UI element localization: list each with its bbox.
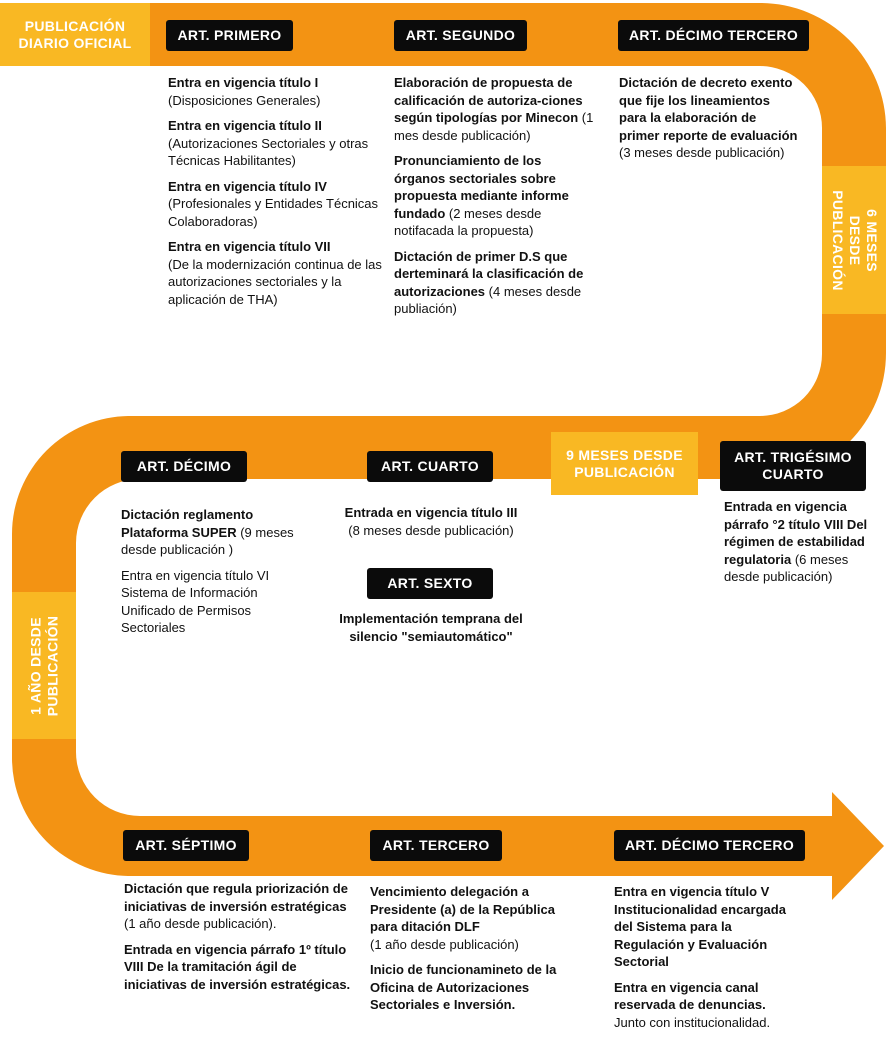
art-primero-item: Entra en vigencia título I(Disposiciones… [168,75,321,108]
art-septimo-item: Entrada en vigencia párrafo 1º título VI… [124,941,351,992]
badge-art-decimo: ART. DÉCIMO [121,451,247,482]
milestone-6-meses: 6 MESES DESDE PUBLICACIÓN [822,166,886,314]
art-tercero-item: Inicio de funcionamineto de la Oficina d… [370,962,557,1012]
art-decimo-tercero-2-text: Entra en vigencia título V Institucional… [614,883,804,1039]
art-cuarto-text: Entrada en vigencia título III(8 meses d… [316,504,546,547]
milestone-publicacion: PUBLICACIÓN DIARIO OFICIAL [0,3,150,66]
badge-art-septimo: ART. SÉPTIMO [123,830,249,861]
milestone-9-meses: 9 MESES DESDE PUBLICACIÓN [551,432,698,495]
badge-art-decimo-tercero-1: ART. DÉCIMO TERCERO [618,20,809,51]
art-segundo-item: Elaboración de propuesta de calificación… [394,75,594,143]
art-decimo-item: Entra en vigencia título VI Sistema de I… [121,567,270,636]
art-tercero-text: Vencimiento delegación a Presidente (a) … [370,883,585,1022]
art-segundo-item: Pronunciamiento de los órganos sectorial… [394,153,569,238]
art-primero-item: Entra en vigencia título II(Autorizacion… [168,118,369,168]
art-sexto-text: Implementación temprana del silencio "se… [316,610,546,653]
art-decimo-tercero-1-text: Dictación de decreto exento que fije los… [619,74,799,170]
art-septimo-item: Dictación que regula priorización de ini… [124,881,348,931]
art-decimo-tercero-2-item: Entra en vigencia canal reservada de den… [614,979,771,1030]
art-trigesimo-cuarto-item: Entrada en vigencia párrafo °2 título VI… [724,499,868,584]
milestone-publicacion-label: PUBLICACIÓN DIARIO OFICIAL [18,17,132,51]
art-segundo-text: Elaboración de propuesta de calificación… [394,74,594,326]
milestone-6-meses-label: 6 MESES DESDE PUBLICACIÓN [829,189,880,291]
badge-art-primero: ART. PRIMERO [166,20,293,51]
badge-art-tercero: ART. TERCERO [370,830,502,861]
art-primero-text: Entra en vigencia título I(Disposiciones… [168,74,388,316]
art-decimo-tercero-1-item: Dictación de decreto exento que fije los… [619,75,798,160]
art-tercero-item: Vencimiento delegación a Presidente (a) … [370,884,555,952]
badge-art-cuarto: ART. CUARTO [367,451,493,482]
art-primero-item: Entra en vigencia título VII(De la moder… [168,239,382,307]
badge-art-trigesimo-cuarto: ART. TRIGÉSIMO CUARTO [720,441,866,491]
milestone-9-meses-label: 9 MESES DESDE PUBLICACIÓN [566,446,683,480]
art-trigesimo-cuarto-text: Entrada en vigencia párrafo °2 título VI… [724,498,874,594]
art-decimo-item: Dictación reglamento Plataforma SUPER (9… [121,507,294,557]
milestone-1-anio-label: 1 AÑO DESDE PUBLICACIÓN [27,615,60,716]
art-decimo-tercero-2-item: Entra en vigencia título V Institucional… [614,884,786,969]
art-septimo-text: Dictación que regula priorización de ini… [124,880,354,1001]
art-segundo-item: Dictación de primer D.S que derteminará … [394,248,584,317]
badge-art-segundo: ART. SEGUNDO [394,20,527,51]
art-cuarto-item: Entrada en vigencia título III(8 meses d… [344,505,518,538]
art-sexto-item: Implementación temprana del silencio "se… [339,611,523,644]
badge-art-sexto: ART. SEXTO [367,568,493,599]
milestone-1-anio: 1 AÑO DESDE PUBLICACIÓN [12,592,76,739]
art-decimo-text: Dictación reglamento Plataforma SUPER (9… [121,506,311,645]
art-primero-item: Entra en vigencia título IV(Profesionale… [168,178,379,229]
badge-art-decimo-tercero-2: ART. DÉCIMO TERCERO [614,830,805,861]
